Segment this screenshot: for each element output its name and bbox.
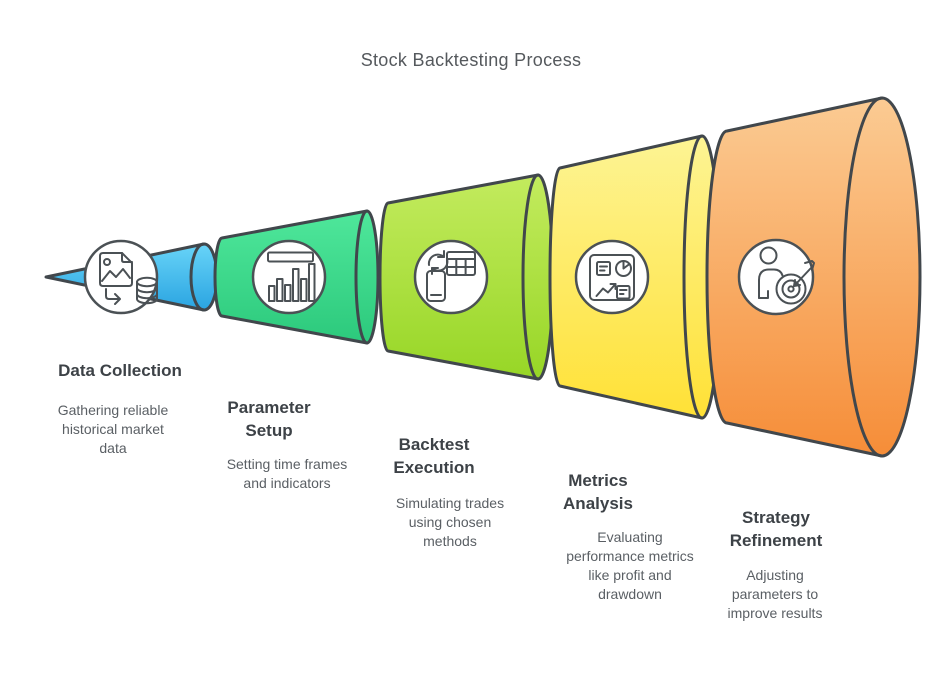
stage-label-strategy-refinement: Strategy Refinement (729, 508, 823, 550)
stage-4-rim (682, 134, 704, 420)
stage-1-badge (83, 239, 159, 315)
stage-label-data-collection: Data Collection (58, 361, 182, 380)
stage-3-rim (521, 173, 540, 381)
stage-1-rim (189, 242, 206, 312)
page-title: Stock Backtesting Process (360, 50, 582, 70)
bar-chart-icon (267, 251, 316, 302)
stage-label-backtest-execution: Backtest Execution (393, 435, 475, 477)
stage-icon-badges (83, 238, 815, 316)
stage-desc-parameter-setup: Setting time frames and indicators (226, 456, 348, 491)
stage-5-rim (842, 96, 884, 458)
stage-desc-strategy-refinement: Adjusting parameters to improve results (727, 567, 823, 621)
stage-desc-data-collection: Gathering reliable historical market dat… (57, 402, 169, 456)
stage-desc-metrics-analysis: Evaluating performance metrics like prof… (566, 529, 694, 602)
stage-desc-backtest-execution: Simulating trades using chosen methods (395, 495, 505, 549)
metrics-dashboard-icon (589, 254, 635, 301)
funnel-stages (44, 96, 922, 458)
stage-label-metrics-analysis: Metrics Analysis (563, 471, 633, 513)
stage-4-badge (574, 239, 650, 315)
stage-2-rim (354, 209, 369, 345)
person-target-icon (758, 246, 815, 305)
device-table-sync-icon (426, 250, 476, 302)
image-to-database-icon (99, 252, 158, 305)
stage-label-parameter-setup: Parameter Setup (227, 398, 311, 440)
